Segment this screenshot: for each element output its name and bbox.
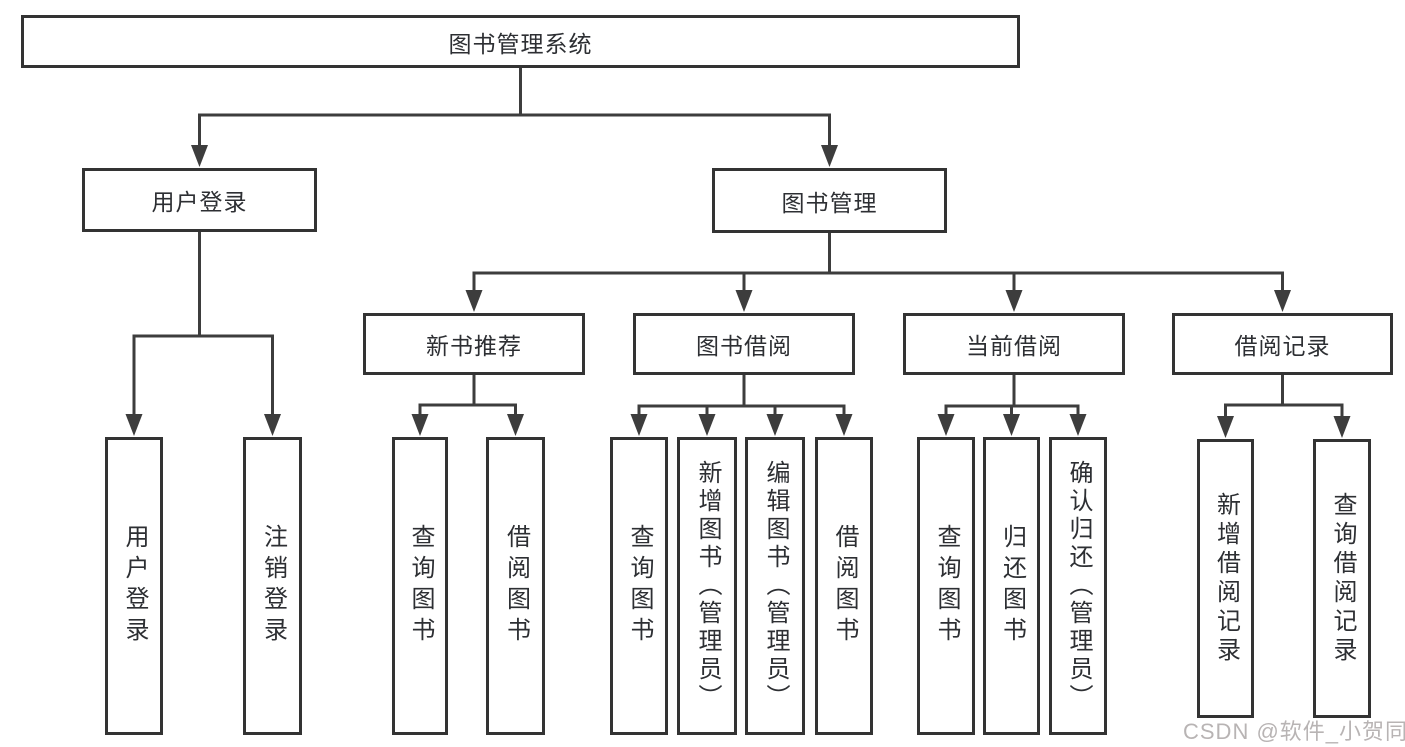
- node-label: 用户登录: [121, 524, 148, 648]
- node-label: 当前借阅: [966, 333, 1062, 359]
- node-label: 借阅图书: [502, 524, 530, 648]
- node-label: 新书推荐: [426, 333, 522, 359]
- leaf-borrow-books: 借阅图书: [815, 437, 873, 735]
- node-label: 借阅图书: [831, 524, 858, 648]
- node-label: 注销登录: [259, 524, 287, 648]
- node-label: 图书借阅: [696, 333, 792, 359]
- node-new-book-recommend: 新书推荐: [363, 313, 585, 375]
- leaf-user-login: 用户登录: [105, 437, 163, 735]
- leaf-borrow-books: 借阅图书: [486, 437, 545, 735]
- leaf-add-borrow-record: 新增借阅记录: [1197, 439, 1254, 718]
- node-borrowing-records: 借阅记录: [1172, 313, 1393, 375]
- node-library-management-system: 图书管理系统: [21, 15, 1020, 68]
- node-label: 查询图书: [626, 524, 653, 648]
- node-label: 确认归还（管理员）: [1065, 460, 1092, 712]
- node-label: 借阅记录: [1234, 333, 1331, 359]
- leaf-query-books: 查询图书: [610, 437, 668, 735]
- node-label: 图书管理系统: [448, 30, 593, 57]
- node-label: 用户登录: [151, 189, 248, 215]
- node-label: 查询借阅记录: [1329, 491, 1356, 666]
- leaf-return-book: 归还图书: [983, 437, 1040, 735]
- node-label: 新增借阅记录: [1212, 491, 1240, 666]
- node-label: 查询图书: [407, 524, 434, 648]
- node-label: 新增图书（管理员）: [694, 460, 721, 712]
- leaf-query-books: 查询图书: [392, 437, 448, 735]
- node-book-management: 图书管理: [712, 168, 947, 233]
- leaf-edit-book-admin: 编辑图书（管理员）: [745, 437, 805, 735]
- node-label: 编辑图书（管理员）: [762, 460, 789, 712]
- node-current-borrowing: 当前借阅: [903, 313, 1125, 375]
- node-label: 查询图书: [933, 524, 960, 648]
- leaf-add-book-admin: 新增图书（管理员）: [677, 437, 737, 735]
- node-book-borrowing: 图书借阅: [633, 313, 855, 375]
- leaf-confirm-return-admin: 确认归还（管理员）: [1049, 437, 1107, 735]
- csdn-watermark: CSDN @软件_小贺同学: [1183, 719, 1405, 744]
- node-label: 归还图书: [998, 524, 1026, 648]
- leaf-query-books: 查询图书: [917, 437, 975, 735]
- node-user-login: 用户登录: [82, 168, 317, 232]
- leaf-logout: 注销登录: [243, 437, 302, 735]
- leaf-query-borrow-record: 查询借阅记录: [1313, 439, 1371, 718]
- node-label: 图书管理: [781, 189, 878, 216]
